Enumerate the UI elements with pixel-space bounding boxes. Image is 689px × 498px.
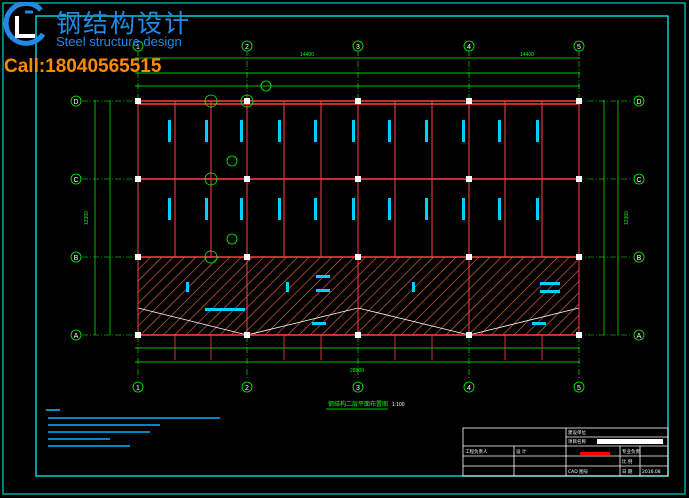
inner-frame bbox=[35, 15, 669, 477]
svg-text:比 例: 比 例 bbox=[622, 458, 633, 465]
title-block-white-bar bbox=[597, 439, 663, 444]
svg-text:4: 4 bbox=[467, 385, 471, 392]
svg-text:设 计: 设 计 bbox=[516, 448, 527, 455]
dimension-lines bbox=[94, 57, 619, 363]
svg-text:1: 1 bbox=[136, 385, 140, 392]
watermark-subtitle: Steel structure design bbox=[56, 34, 182, 49]
svg-text:D: D bbox=[73, 99, 78, 106]
svg-text:28800: 28800 bbox=[350, 368, 364, 374]
svg-text:CAD 图号: CAD 图号 bbox=[568, 469, 589, 475]
member-tags bbox=[168, 120, 560, 325]
svg-text:2016.08: 2016.08 bbox=[642, 469, 661, 475]
company-logo-icon bbox=[3, 2, 46, 46]
svg-text:项目名称: 项目名称 bbox=[568, 438, 586, 445]
svg-text:建设单位: 建设单位 bbox=[568, 429, 586, 436]
edge-ticks bbox=[174, 335, 543, 360]
svg-text:A: A bbox=[74, 333, 79, 340]
svg-text:3: 3 bbox=[356, 385, 360, 392]
svg-text:2: 2 bbox=[245, 44, 249, 51]
svg-text:14400: 14400 bbox=[520, 52, 534, 58]
title-block-red-bar bbox=[580, 452, 610, 455]
columns bbox=[135, 98, 582, 338]
svg-text:工程负责人: 工程负责人 bbox=[465, 448, 488, 455]
callout-circles bbox=[204, 80, 272, 264]
svg-text:A: A bbox=[637, 333, 642, 340]
title-block-text: 建设单位 项目名称 工程负责人 设 计 专业负责 比 例 日 期 2016.08… bbox=[465, 429, 661, 475]
svg-text:5: 5 bbox=[577, 385, 581, 392]
watermark-title: 钢结构设计 bbox=[56, 9, 192, 38]
svg-text:C: C bbox=[73, 177, 78, 184]
drawing-title: 钢结构二层平面布置图 bbox=[328, 400, 388, 408]
svg-text:D: D bbox=[636, 99, 641, 106]
svg-text:2: 2 bbox=[245, 385, 249, 392]
axis-labels: 1 2 3 4 5 1 2 3 4 5 D C B A D C B A bbox=[73, 44, 641, 392]
svg-text:1: 1 bbox=[136, 44, 140, 51]
title-block bbox=[462, 427, 669, 477]
svg-text:B: B bbox=[74, 255, 79, 262]
axis-bubbles bbox=[70, 40, 645, 393]
svg-text:3: 3 bbox=[356, 44, 360, 51]
svg-text:12300: 12300 bbox=[624, 211, 630, 225]
drawing-scale: 1:100 bbox=[392, 402, 405, 408]
svg-text:12300: 12300 bbox=[84, 211, 90, 225]
svg-text:日 期: 日 期 bbox=[622, 469, 633, 475]
svg-text:4: 4 bbox=[467, 44, 471, 51]
svg-text:专业负责: 专业负责 bbox=[622, 448, 640, 455]
svg-text:5: 5 bbox=[577, 44, 581, 51]
secondary-beams bbox=[137, 101, 580, 335]
svg-text:B: B bbox=[637, 255, 642, 262]
dimension-labels: 14400 14400 28800 12300 12300 bbox=[84, 52, 630, 374]
watermark-phone: Call:18040565515 bbox=[4, 56, 162, 77]
notes-block bbox=[46, 409, 220, 447]
svg-text:C: C bbox=[636, 177, 641, 184]
svg-text:14400: 14400 bbox=[300, 52, 314, 58]
